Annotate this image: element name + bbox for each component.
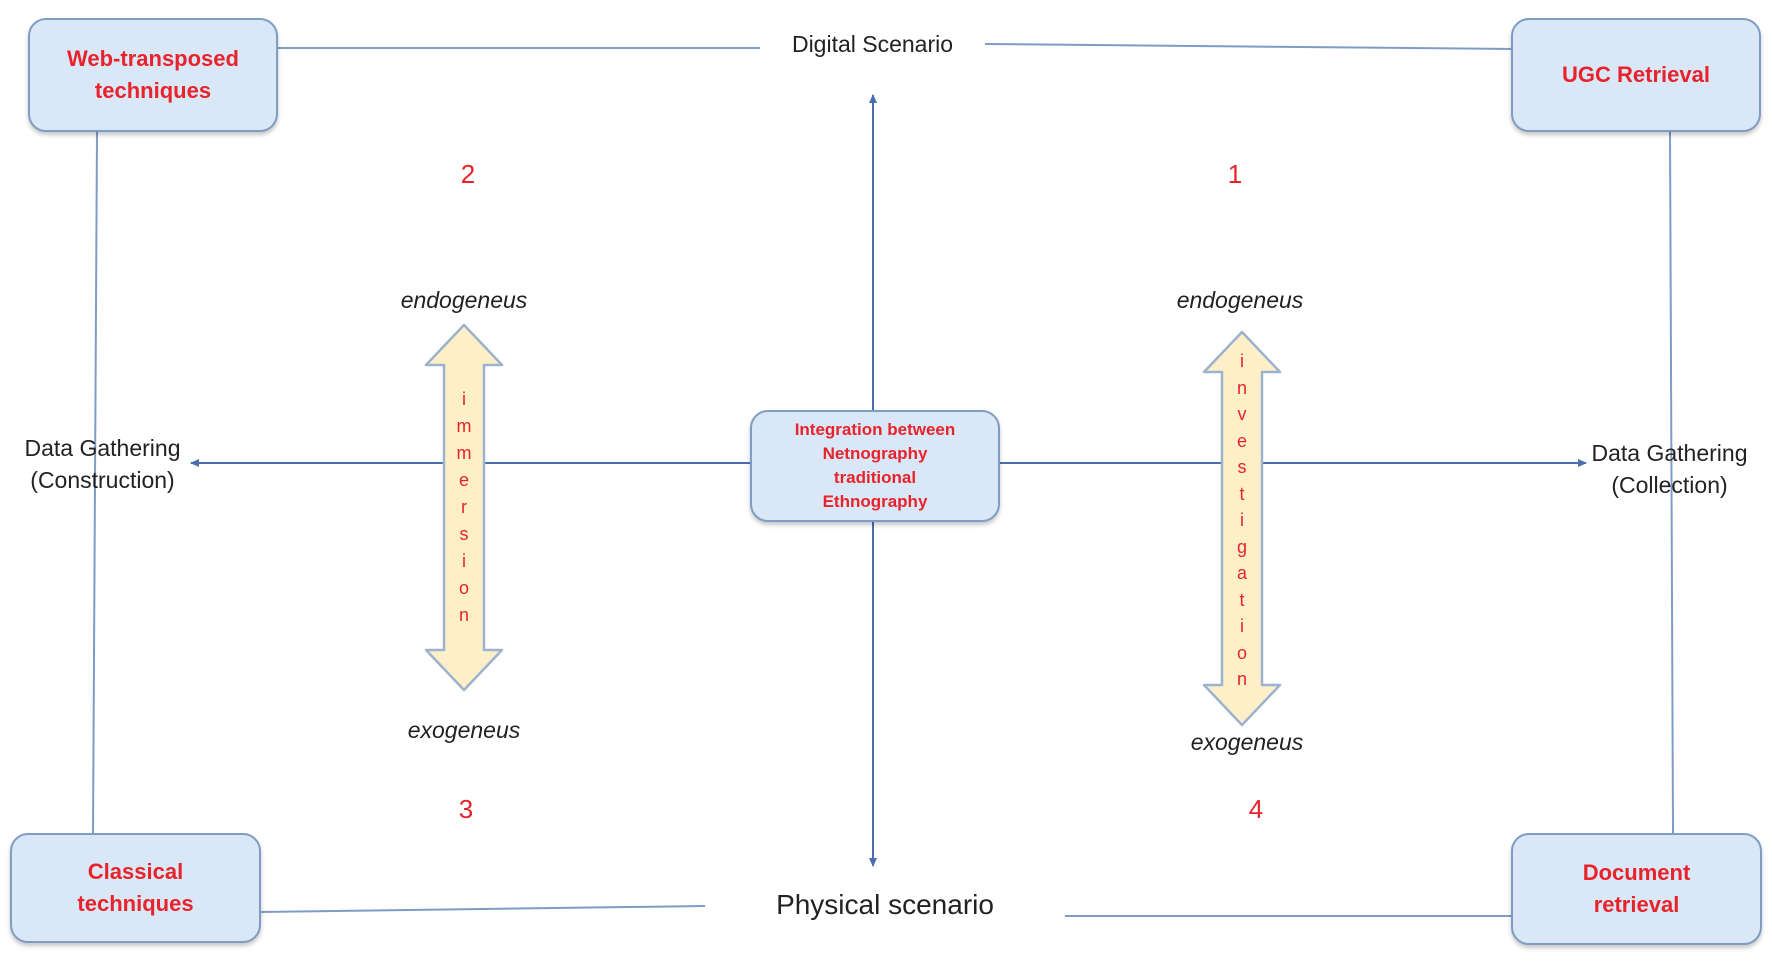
- investigation-double-arrow: [1202, 330, 1282, 727]
- physical-scenario-label: Physical scenario: [776, 889, 994, 920]
- integration-center-label: Integration between Netnography traditio…: [794, 420, 956, 511]
- data-gathering-construction-label: Data Gathering (Construction): [24, 435, 181, 493]
- vertical-letter: i: [462, 389, 466, 409]
- vertical-letter: g: [1236, 536, 1247, 557]
- vertical-letter: t: [1239, 589, 1245, 610]
- classical-techniques-box: Classical techniques: [10, 833, 261, 943]
- left-vertical-connector: [92, 131, 98, 834]
- ugc-retrieval-box: UGC Retrieval: [1511, 18, 1761, 132]
- quadrant-2-number: 2: [460, 159, 476, 189]
- vertical-letter: o: [1236, 642, 1247, 663]
- web-transposed-techniques-box: Web-transposed techniques: [28, 18, 278, 132]
- right-endogeneus-label: endogeneus: [1176, 287, 1304, 313]
- document-retrieval-label: Document retrieval: [1582, 860, 1691, 917]
- integration-center-box: Integration between Netnography traditio…: [750, 410, 1000, 522]
- digital-scenario-label: Digital Scenario: [791, 31, 954, 57]
- vertical-letter: e: [1236, 430, 1247, 451]
- vertical-letter: i: [462, 551, 466, 571]
- classical-techniques-label: Classical techniques: [77, 859, 194, 916]
- data-gathering-collection-label: Data Gathering (Collection): [1591, 440, 1748, 498]
- vertical-letter: s: [1237, 457, 1247, 477]
- vertical-letter: a: [1236, 563, 1247, 583]
- vertical-letter: n: [458, 605, 469, 625]
- vertical-letter: m: [456, 416, 472, 436]
- ugc-retrieval-label: UGC Retrieval: [1562, 62, 1710, 87]
- quadrant-1-number: 1: [1227, 159, 1243, 189]
- vertical-letter: i: [1240, 351, 1244, 371]
- right-exogeneus-label: exogeneus: [1190, 729, 1304, 755]
- web-transposed-techniques-label: Web-transposed techniques: [67, 46, 239, 103]
- vertical-letter: m: [456, 443, 472, 463]
- document-retrieval-box: Document retrieval: [1511, 833, 1762, 945]
- quadrant-3-number: 3: [458, 794, 474, 824]
- vertical-letter: o: [458, 578, 469, 598]
- vertical-letter: i: [1240, 510, 1244, 530]
- vertical-letter: v: [1237, 404, 1247, 424]
- top-right-connector: [984, 43, 1516, 50]
- left-endogeneus-label: endogeneus: [400, 287, 528, 313]
- right-vertical-connector: [1669, 131, 1674, 834]
- vertical-letter: t: [1239, 483, 1245, 504]
- bottom-left-connector: [259, 905, 706, 913]
- vertical-letter: s: [459, 524, 469, 544]
- vertical-letter: i: [1240, 616, 1244, 636]
- vertical-letter: n: [1236, 377, 1247, 398]
- vertical-letter: r: [461, 497, 467, 517]
- immersion-double-arrow: [424, 323, 504, 692]
- vertical-letter: n: [1236, 669, 1247, 689]
- quadrant-4-number: 4: [1248, 794, 1264, 824]
- left-exogeneus-label: exogeneus: [407, 717, 521, 743]
- vertical-letter: e: [458, 470, 469, 490]
